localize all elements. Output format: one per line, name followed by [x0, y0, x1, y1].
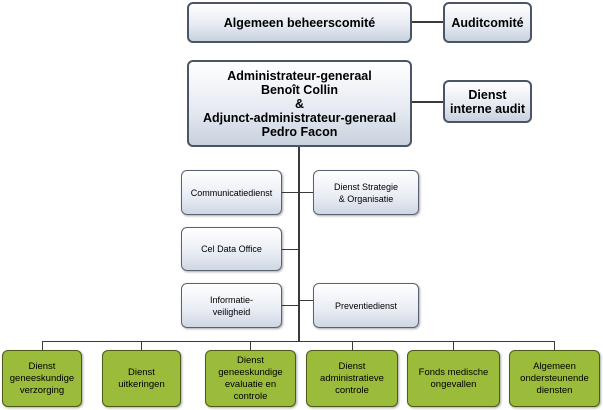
internal-audit-label: Dienst interne audit: [449, 87, 525, 116]
department-box-3: Dienst geneeskundige evaluatie en contro…: [205, 350, 296, 407]
strategy-label: Dienst Strategie & Organisatie: [333, 181, 399, 204]
department-box-4: Dienst administratieve controle: [306, 350, 398, 407]
connector-prevention: [300, 300, 313, 301]
connector-department-3: [250, 341, 251, 350]
strategy-box: Dienst Strategie & Organisatie: [313, 170, 419, 215]
connector-department-6: [554, 341, 555, 350]
connector-main-trunk: [298, 146, 300, 342]
audit-committee-label: Auditcomité: [451, 15, 524, 30]
department-label-3: Dienst geneeskundige evaluatie en contro…: [218, 354, 283, 402]
department-box-2: Dienst uitkeringen: [102, 350, 181, 407]
department-box-1: Dienst geneeskundige verzorging: [2, 350, 82, 407]
prevention-label: Preventiedienst: [334, 300, 398, 311]
board-box: Algemeen beheerscomité: [187, 2, 412, 43]
connector-department-1: [42, 341, 43, 350]
board-label: Algemeen beheerscomité: [223, 15, 376, 30]
communication-label: Communicatiedienst: [190, 187, 273, 198]
department-label-6: Algemeen ondersteunende diensten: [520, 360, 589, 396]
connector-strategy: [300, 192, 313, 193]
data-office-box: Cel Data Office: [181, 227, 282, 271]
connector-department-5: [453, 341, 454, 350]
connector-data-office: [282, 249, 298, 250]
information-security-box: Informatie- veiligheid: [181, 283, 282, 328]
audit-committee-box: Auditcomité: [443, 2, 532, 43]
connector-information-security: [282, 305, 298, 306]
management-label: Administrateur-generaal Benoît Collin & …: [202, 68, 397, 139]
connector-department-4: [352, 341, 353, 350]
department-label-4: Dienst administratieve controle: [320, 360, 384, 396]
connector-department-2: [141, 341, 142, 350]
department-box-5: Fonds medische ongevallen: [407, 350, 500, 407]
connector-communication: [282, 192, 298, 193]
prevention-box: Preventiedienst: [313, 283, 419, 328]
connector-management-internal-audit: [411, 101, 444, 103]
department-label-5: Fonds medische ongevallen: [418, 366, 489, 390]
internal-audit-box: Dienst interne audit: [443, 80, 532, 123]
connector-board-audit: [411, 21, 444, 23]
department-box-6: Algemeen ondersteunende diensten: [509, 350, 600, 407]
information-security-label: Informatie- veiligheid: [209, 294, 253, 317]
data-office-label: Cel Data Office: [201, 244, 262, 254]
department-label-1: Dienst geneeskundige verzorging: [9, 360, 75, 396]
management-box: Administrateur-generaal Benoît Collin & …: [187, 60, 412, 147]
communication-box: Communicatiedienst: [181, 170, 282, 215]
department-label-2: Dienst uitkeringen: [118, 366, 165, 390]
connector-department-bus: [42, 341, 555, 342]
